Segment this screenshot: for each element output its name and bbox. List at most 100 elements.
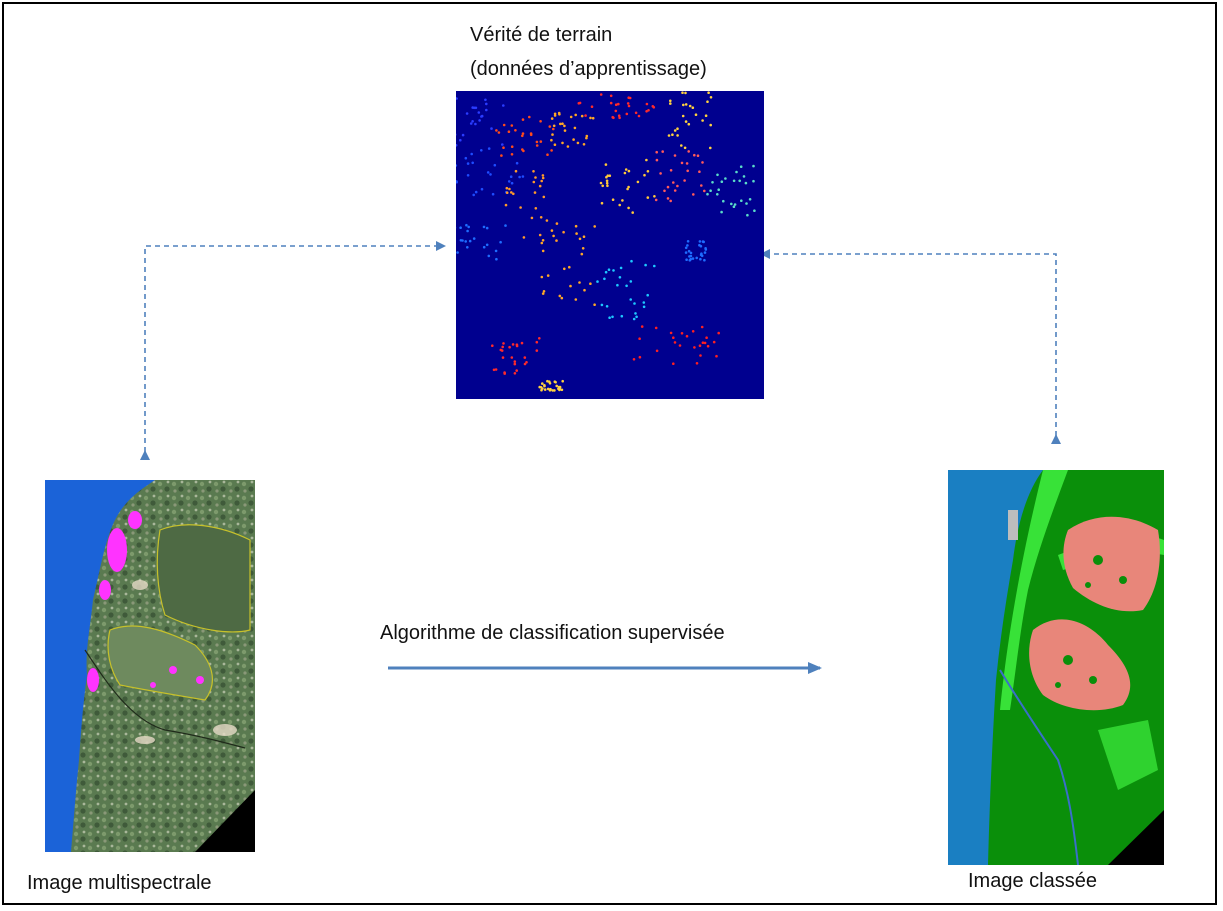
sample-point	[521, 132, 525, 135]
sample-point	[541, 174, 545, 177]
sample-point	[672, 181, 675, 184]
sample-point	[625, 284, 628, 288]
sample-point	[548, 389, 552, 392]
sample-point	[584, 114, 587, 117]
sample-point	[466, 229, 469, 233]
sample-point	[680, 144, 683, 147]
sample-point	[522, 236, 526, 239]
sample-point	[627, 185, 630, 189]
sample-point	[663, 189, 666, 193]
sample-point	[540, 275, 544, 279]
sample-point	[673, 154, 677, 157]
sample-point	[618, 276, 622, 279]
sample-point	[638, 355, 642, 359]
sample-point	[637, 114, 641, 118]
sample-point	[490, 127, 493, 130]
sample-point	[735, 170, 738, 174]
sample-point	[699, 244, 703, 248]
sample-point	[456, 180, 458, 183]
sample-point	[519, 206, 522, 209]
classified-image	[948, 470, 1164, 865]
sample-point	[666, 197, 670, 200]
sample-point	[578, 281, 581, 284]
sample-point	[566, 145, 570, 148]
sample-point	[542, 195, 546, 199]
sample-point	[631, 211, 634, 214]
sample-point	[605, 179, 609, 183]
sample-point	[541, 249, 545, 253]
sample-point	[688, 104, 692, 108]
sample-point	[617, 114, 621, 117]
sample-point	[510, 153, 514, 156]
sample-point	[730, 202, 733, 206]
sample-point	[611, 198, 615, 201]
sample-point	[696, 154, 700, 157]
sample-point	[689, 251, 693, 255]
sample-point	[480, 149, 483, 152]
sample-point	[617, 102, 620, 106]
sample-point	[532, 180, 536, 184]
sample-point	[673, 129, 677, 132]
sample-point	[514, 169, 518, 173]
sample-point	[600, 303, 604, 307]
sample-point	[672, 362, 675, 366]
sample-point	[561, 379, 564, 383]
sample-point	[748, 198, 752, 201]
sample-point	[596, 280, 599, 283]
sample-point	[568, 265, 571, 269]
sample-point	[642, 305, 646, 309]
sample-point	[683, 146, 687, 150]
sample-point	[541, 176, 545, 180]
sample-point	[546, 379, 549, 383]
sample-point	[666, 185, 670, 189]
sample-point	[466, 162, 470, 165]
sample-point	[581, 247, 585, 250]
sample-point	[538, 385, 541, 389]
sample-point	[541, 239, 545, 242]
sample-point	[555, 222, 559, 225]
sample-point	[494, 368, 498, 371]
sample-point	[685, 162, 689, 165]
sample-point	[577, 102, 581, 105]
sample-point	[546, 387, 550, 391]
sample-point	[746, 213, 749, 217]
sample-point	[684, 91, 687, 95]
sample-point	[612, 269, 615, 272]
sample-point	[699, 257, 702, 261]
sample-point	[703, 251, 707, 254]
sample-point	[563, 124, 566, 128]
sample-point	[651, 105, 655, 108]
sample-point	[501, 356, 505, 359]
sample-point	[540, 179, 543, 183]
sample-point	[720, 210, 723, 214]
sample-point	[669, 102, 672, 105]
sample-point	[464, 240, 467, 243]
sample-point	[495, 257, 498, 261]
sample-point	[629, 280, 633, 283]
sample-point	[574, 224, 578, 228]
sample-point	[685, 258, 688, 261]
sample-point	[673, 189, 677, 192]
sample-point	[550, 117, 554, 120]
sample-point	[521, 175, 525, 178]
sample-point	[636, 180, 640, 184]
sample-point	[569, 284, 572, 288]
sample-point	[684, 103, 688, 106]
sample-point	[712, 340, 716, 344]
sample-point	[633, 302, 636, 305]
sample-point	[687, 150, 690, 153]
sample-point	[557, 111, 561, 115]
sample-point	[608, 174, 612, 177]
sample-point	[599, 93, 603, 96]
sample-point	[502, 342, 505, 345]
sample-point	[523, 356, 527, 359]
sample-point	[695, 362, 699, 365]
sample-point	[589, 116, 592, 120]
sample-point	[632, 358, 636, 361]
sample-point	[501, 345, 504, 349]
sample-point	[456, 133, 457, 136]
sample-point	[487, 254, 491, 258]
sample-point	[659, 172, 662, 175]
sample-point	[646, 196, 650, 199]
sample-point	[600, 201, 604, 205]
